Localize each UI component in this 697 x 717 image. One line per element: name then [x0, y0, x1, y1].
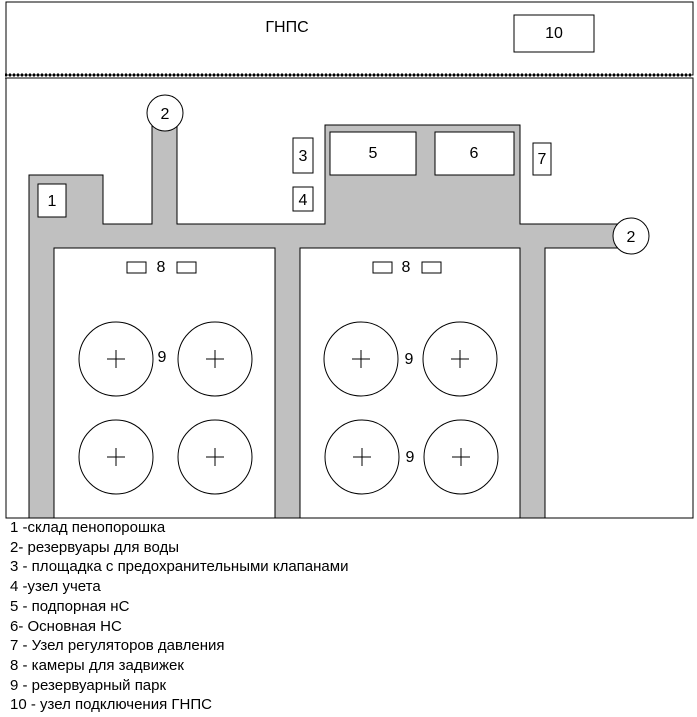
- legend-list: 1 -склад пенопорошка 2- резервуары для в…: [10, 518, 690, 715]
- node-5-label: 5: [369, 145, 378, 162]
- valve-chamber-right-b: [421, 261, 442, 274]
- node-1-box: [37, 183, 67, 218]
- legend-item: 9 - резервуарный парк: [10, 676, 167, 694]
- valve-chamber-left-a: [126, 261, 147, 274]
- water-tank-top-label: 2: [161, 106, 170, 123]
- node-3-label: 3: [299, 148, 308, 165]
- node-7-label: 7: [538, 151, 547, 168]
- legend-item: 7 - Узел регуляторов давления: [10, 637, 225, 655]
- legend-item: 2- резервуары для воды: [10, 538, 179, 556]
- valve-chamber-left-b: [176, 261, 197, 274]
- node-7-box: [532, 142, 552, 176]
- tank-center-mark: [107, 350, 125, 368]
- gnps-label: ГНПС: [265, 19, 308, 36]
- legend-item: 3 - площадка с предохранительными клапан…: [10, 558, 349, 576]
- tank-farm-right-label-top: 9: [405, 351, 414, 368]
- tank-center-mark: [451, 350, 469, 368]
- tank-center-mark: [206, 350, 224, 368]
- tank-center-mark: [206, 448, 224, 466]
- legend-item: 6- Основная НС: [10, 617, 122, 635]
- node-5-box: [329, 131, 417, 176]
- tank-center-mark: [353, 448, 371, 466]
- water-tank-top: [146, 94, 184, 132]
- legend-item: 8 - камеры для задвижек: [10, 656, 184, 674]
- node-1-label: 1: [48, 193, 57, 210]
- valve-chamber-right-label: 8: [402, 259, 411, 276]
- water-tank-right: [612, 217, 650, 255]
- tank-farm-left: [78, 321, 253, 495]
- node-4-box: [292, 186, 314, 212]
- legend-item: 10 - узел подключения ГНПС: [10, 696, 212, 714]
- site-plan-diagram: ГНПС 10 2 2 1 3 4 5 6 7 8 8: [5, 1, 694, 519]
- water-tank-right-label: 2: [627, 229, 636, 246]
- node-10-box: [513, 14, 595, 53]
- node-6-label: 6: [470, 145, 479, 162]
- node-3-box: [292, 137, 314, 174]
- node-4-label: 4: [299, 192, 308, 209]
- legend-item: 4 -узел учета: [10, 578, 101, 596]
- tank-farm-right-label-bottom: 9: [406, 449, 415, 466]
- legend-item: 5 - подпорная нС: [10, 597, 130, 615]
- node-6-box: [434, 131, 515, 176]
- tank-farm-right: [323, 321, 499, 495]
- tank-center-mark: [452, 448, 470, 466]
- node-10-label: 10: [545, 25, 563, 42]
- valve-chamber-right-a: [372, 261, 393, 274]
- tank-center-mark: [352, 350, 370, 368]
- tank-farm-left-label: 9: [158, 349, 167, 366]
- tank-center-mark: [107, 448, 125, 466]
- valve-chamber-left-label: 8: [157, 259, 166, 276]
- legend-item: 1 -склад пенопорошка: [10, 519, 166, 536]
